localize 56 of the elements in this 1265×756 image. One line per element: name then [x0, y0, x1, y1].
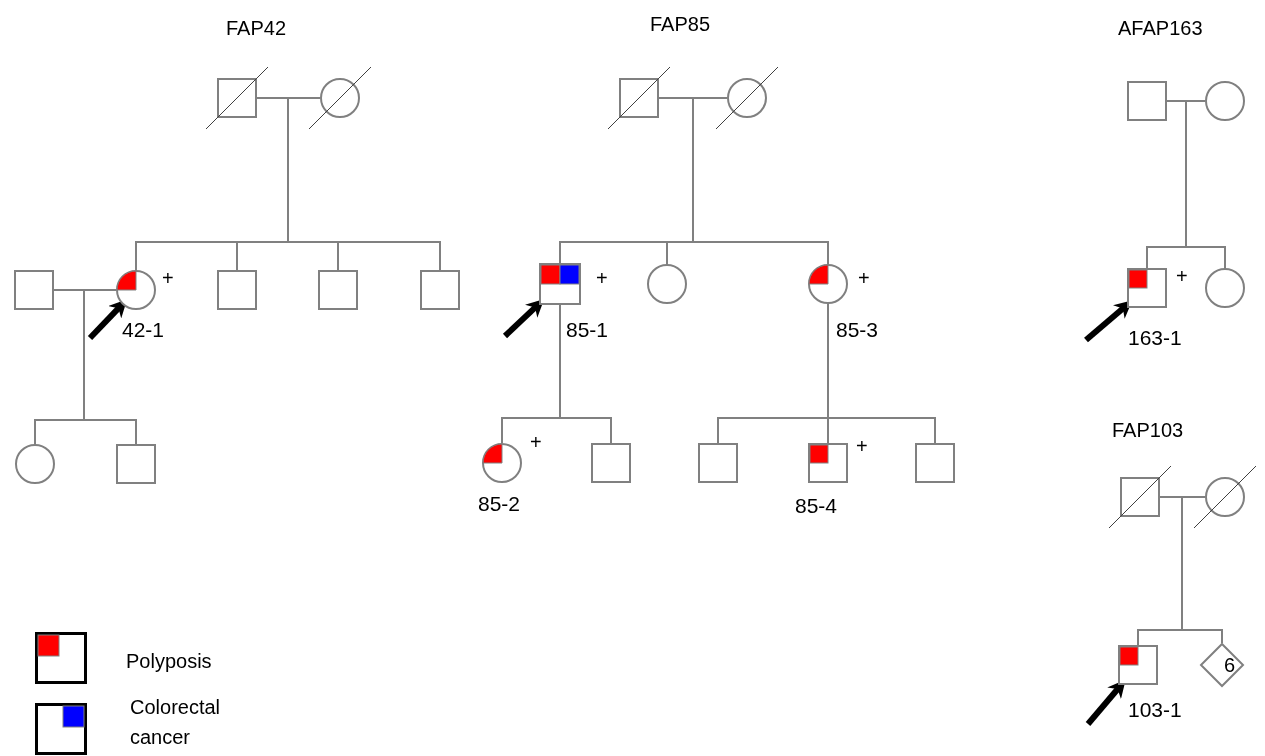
male-symbol [698, 443, 738, 483]
female-symbol [647, 264, 687, 304]
male-symbol [608, 67, 670, 129]
male-symbol [206, 67, 268, 129]
pedigree-line [1159, 496, 1223, 644]
female-symbol [309, 67, 371, 129]
legend-label: Polyposis [126, 649, 213, 674]
female-symbol [482, 443, 522, 483]
male-symbol [539, 263, 581, 305]
female-symbol [808, 264, 848, 304]
pedigree-line [559, 304, 612, 444]
male-symbol [318, 270, 358, 310]
family-title: AFAP163 [1118, 16, 1203, 40]
male-symbol [1127, 268, 1167, 308]
pedigree-line [53, 289, 137, 445]
sibling-count: 6 [1224, 653, 1236, 677]
plus-sign: + [1176, 264, 1188, 288]
male-symbol [1118, 645, 1158, 685]
female-symbol [716, 67, 778, 129]
individual-id: 85-3 [836, 318, 879, 342]
male-symbol [217, 270, 257, 310]
pedigree-line [256, 97, 441, 271]
male-symbol [1127, 81, 1167, 121]
pedigree-line [827, 303, 936, 444]
male-symbol [591, 443, 631, 483]
male-symbol [14, 270, 54, 310]
plus-sign: + [162, 266, 174, 290]
male-symbol [915, 443, 955, 483]
pedigree-line [1166, 100, 1226, 269]
individual-id: 42-1 [122, 318, 165, 342]
plus-sign: + [856, 434, 868, 458]
male-symbol [808, 443, 848, 483]
plus-sign: + [596, 266, 608, 290]
family-title: FAP85 [650, 12, 711, 36]
sibship-diamond [1200, 643, 1244, 687]
individual-id: 85-1 [566, 318, 609, 342]
female-symbol [1205, 268, 1245, 308]
female-symbol [1205, 81, 1245, 121]
proband-arrow [502, 298, 545, 339]
legend-label: Colorectal cancer [130, 695, 222, 750]
plus-sign: + [858, 266, 870, 290]
individual-id: 103-1 [1128, 698, 1182, 722]
male-symbol [1109, 466, 1171, 528]
individual-id: 85-4 [795, 494, 838, 518]
female-symbol [116, 270, 156, 310]
female-symbol [1194, 466, 1256, 528]
plus-sign: + [530, 430, 542, 454]
individual-id: 163-1 [1128, 326, 1182, 350]
male-symbol [420, 270, 460, 310]
family-title: FAP42 [226, 16, 287, 40]
family-title: FAP103 [1112, 418, 1184, 442]
male-symbol [116, 444, 156, 484]
pedigree-line [658, 97, 829, 265]
proband-arrow [87, 299, 128, 341]
individual-id: 85-2 [478, 492, 521, 516]
female-symbol [15, 444, 55, 484]
